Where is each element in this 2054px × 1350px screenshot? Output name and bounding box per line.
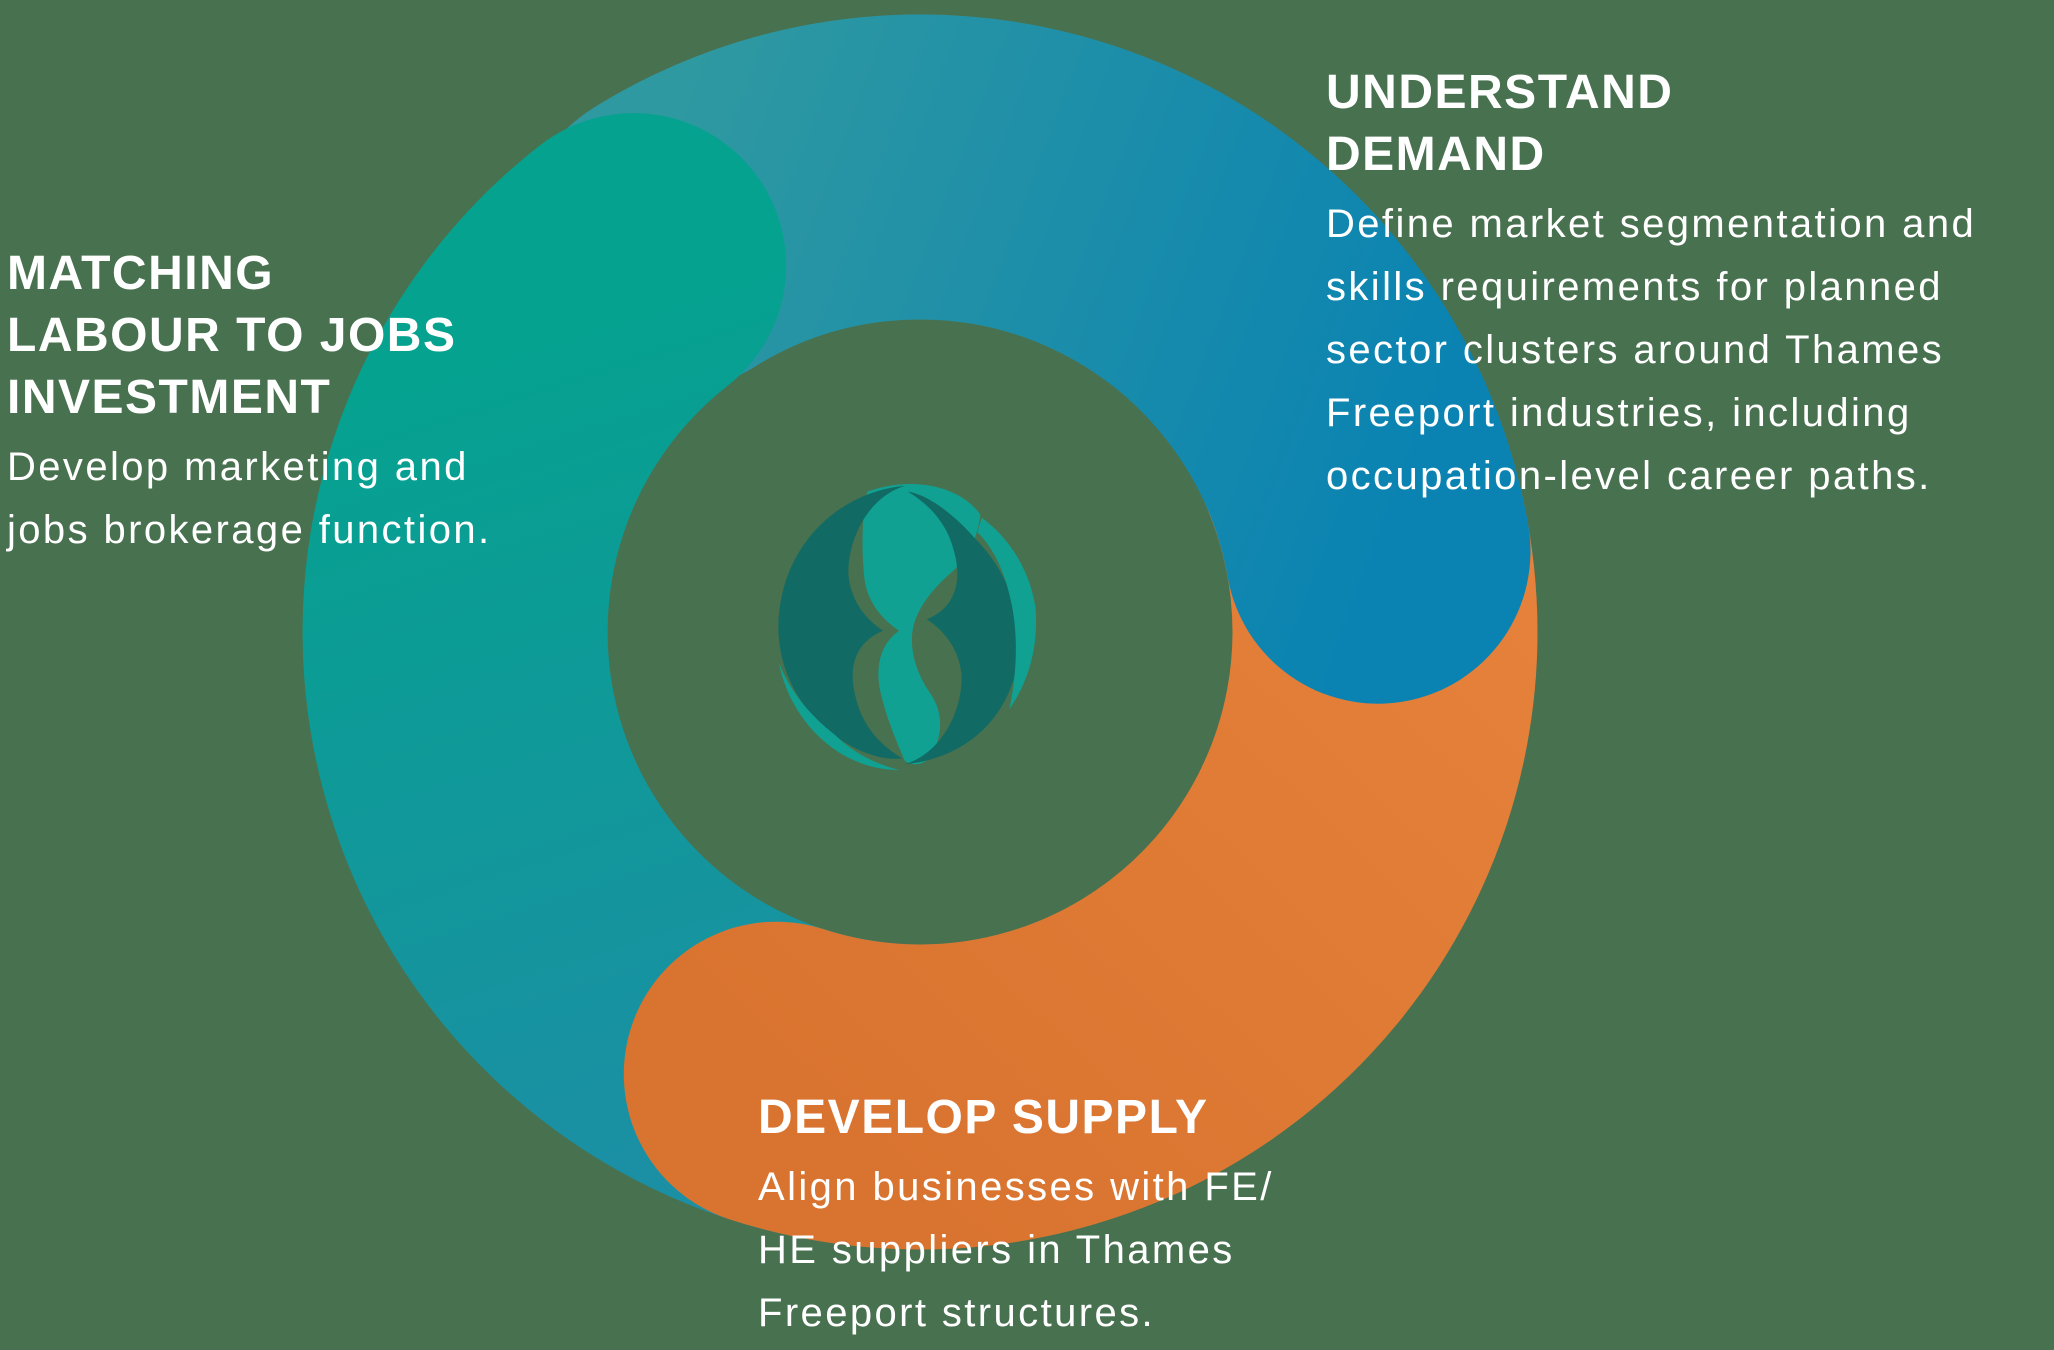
description-line: Define market segmentation and bbox=[1326, 202, 1977, 246]
section-description: Develop marketing and jobs brokerage fun… bbox=[7, 436, 492, 562]
title-line: DEVELOP SUPPLY bbox=[758, 1091, 1209, 1144]
description-line: Develop marketing and bbox=[7, 445, 469, 489]
title-line: MATCHING bbox=[7, 247, 275, 300]
logo-dark-lower-comma bbox=[905, 491, 1020, 765]
section-title: UNDERSTAND DEMAND bbox=[1326, 62, 1976, 186]
description-line: Freeport structures. bbox=[758, 1291, 1156, 1335]
section-matching-labour: MATCHING LABOUR TO JOBS INVESTMENT Devel… bbox=[7, 243, 492, 562]
thames-freeport-swirl-logo bbox=[778, 484, 1037, 770]
description-line: HE suppliers in Thames bbox=[758, 1228, 1235, 1272]
title-line: DEMAND bbox=[1326, 128, 1546, 181]
description-line: Freeport industries, including bbox=[1326, 391, 1912, 435]
section-description: Define market segmentation and skills re… bbox=[1326, 193, 1976, 508]
section-description: Align businesses with FE/ HE suppliers i… bbox=[758, 1156, 1274, 1345]
title-line: UNDERSTAND bbox=[1326, 66, 1674, 119]
description-line: jobs brokerage function. bbox=[7, 508, 492, 552]
logo-light-right-crescent bbox=[977, 517, 1037, 710]
description-line: Align businesses with FE/ bbox=[758, 1165, 1274, 1209]
section-understand-demand: UNDERSTAND DEMAND Define market segmenta… bbox=[1326, 62, 1976, 508]
description-line: occupation-level career paths. bbox=[1326, 454, 1932, 498]
section-develop-supply: DEVELOP SUPPLY Align businesses with FE/… bbox=[758, 1087, 1274, 1345]
title-line: INVESTMENT bbox=[7, 371, 332, 424]
description-line: skills requirements for planned bbox=[1326, 265, 1943, 309]
title-line: LABOUR TO JOBS bbox=[7, 309, 457, 362]
section-title: MATCHING LABOUR TO JOBS INVESTMENT bbox=[7, 243, 492, 429]
logo-light-left-crescent bbox=[778, 662, 900, 770]
logo-light-s-band bbox=[862, 484, 981, 765]
logo-dark-upper-comma bbox=[778, 485, 905, 759]
description-line: sector clusters around Thames bbox=[1326, 328, 1944, 372]
understand-demand-arc-head bbox=[1192, 290, 1531, 704]
section-title: DEVELOP SUPPLY bbox=[758, 1087, 1274, 1149]
